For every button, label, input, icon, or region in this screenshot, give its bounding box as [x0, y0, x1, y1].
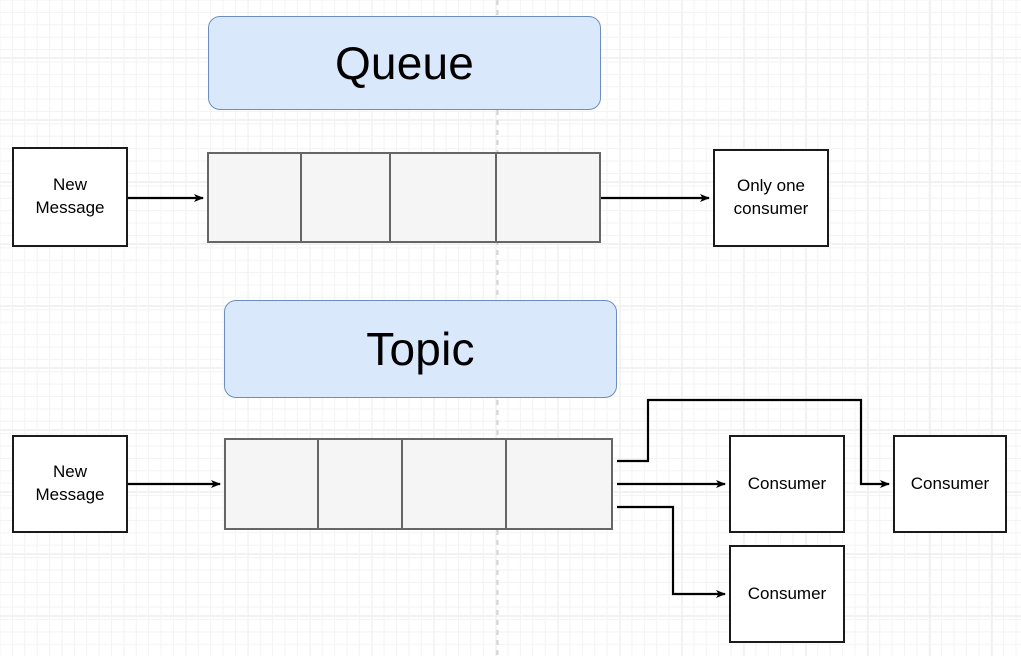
queue-header-label: Queue: [334, 36, 475, 89]
queue-cell-3: [389, 152, 497, 243]
topic-consumer-label-1: Consumer: [747, 473, 827, 493]
topic-consumer-box-1: Consumer: [729, 435, 845, 533]
topic-header-label: Topic: [366, 322, 475, 375]
queue-consumer-label-line1: Only one: [736, 176, 806, 196]
topic-consumer-label-3: Consumer: [910, 473, 990, 493]
topic-consumer-label-2: Consumer: [747, 583, 827, 603]
topic-cell-3: [401, 438, 507, 530]
queue-producer-box: New Message: [12, 147, 128, 247]
topic-header-box: Topic: [224, 300, 617, 398]
queue-header-box: Queue: [208, 16, 601, 110]
queue-cell-4: [495, 152, 601, 243]
topic-cell-1: [224, 438, 319, 530]
queue-cell-2: [300, 152, 391, 243]
topic-cell-2: [317, 438, 403, 530]
queue-consumer-label-line2: consumer: [733, 199, 809, 218]
queue-producer-label-line2: Message: [35, 198, 105, 217]
topic-producer-label-line1: New: [52, 462, 87, 482]
queue-producer-label-line1: New: [52, 175, 87, 195]
queue-consumer-box: Only one consumer: [713, 149, 829, 247]
topic-cells-strip: [224, 438, 617, 530]
topic-consumer-box-2: Consumer: [729, 545, 845, 643]
topic-cell-4: [505, 438, 613, 530]
topic-consumer-box-3: Consumer: [893, 435, 1007, 533]
queue-cell-1: [207, 152, 302, 243]
topic-producer-label-line2: Message: [35, 485, 105, 504]
topic-producer-box: New Message: [12, 435, 128, 533]
queue-cells-strip: [207, 152, 601, 243]
edge-topic-strip-to-consumer-2: [617, 505, 726, 598]
